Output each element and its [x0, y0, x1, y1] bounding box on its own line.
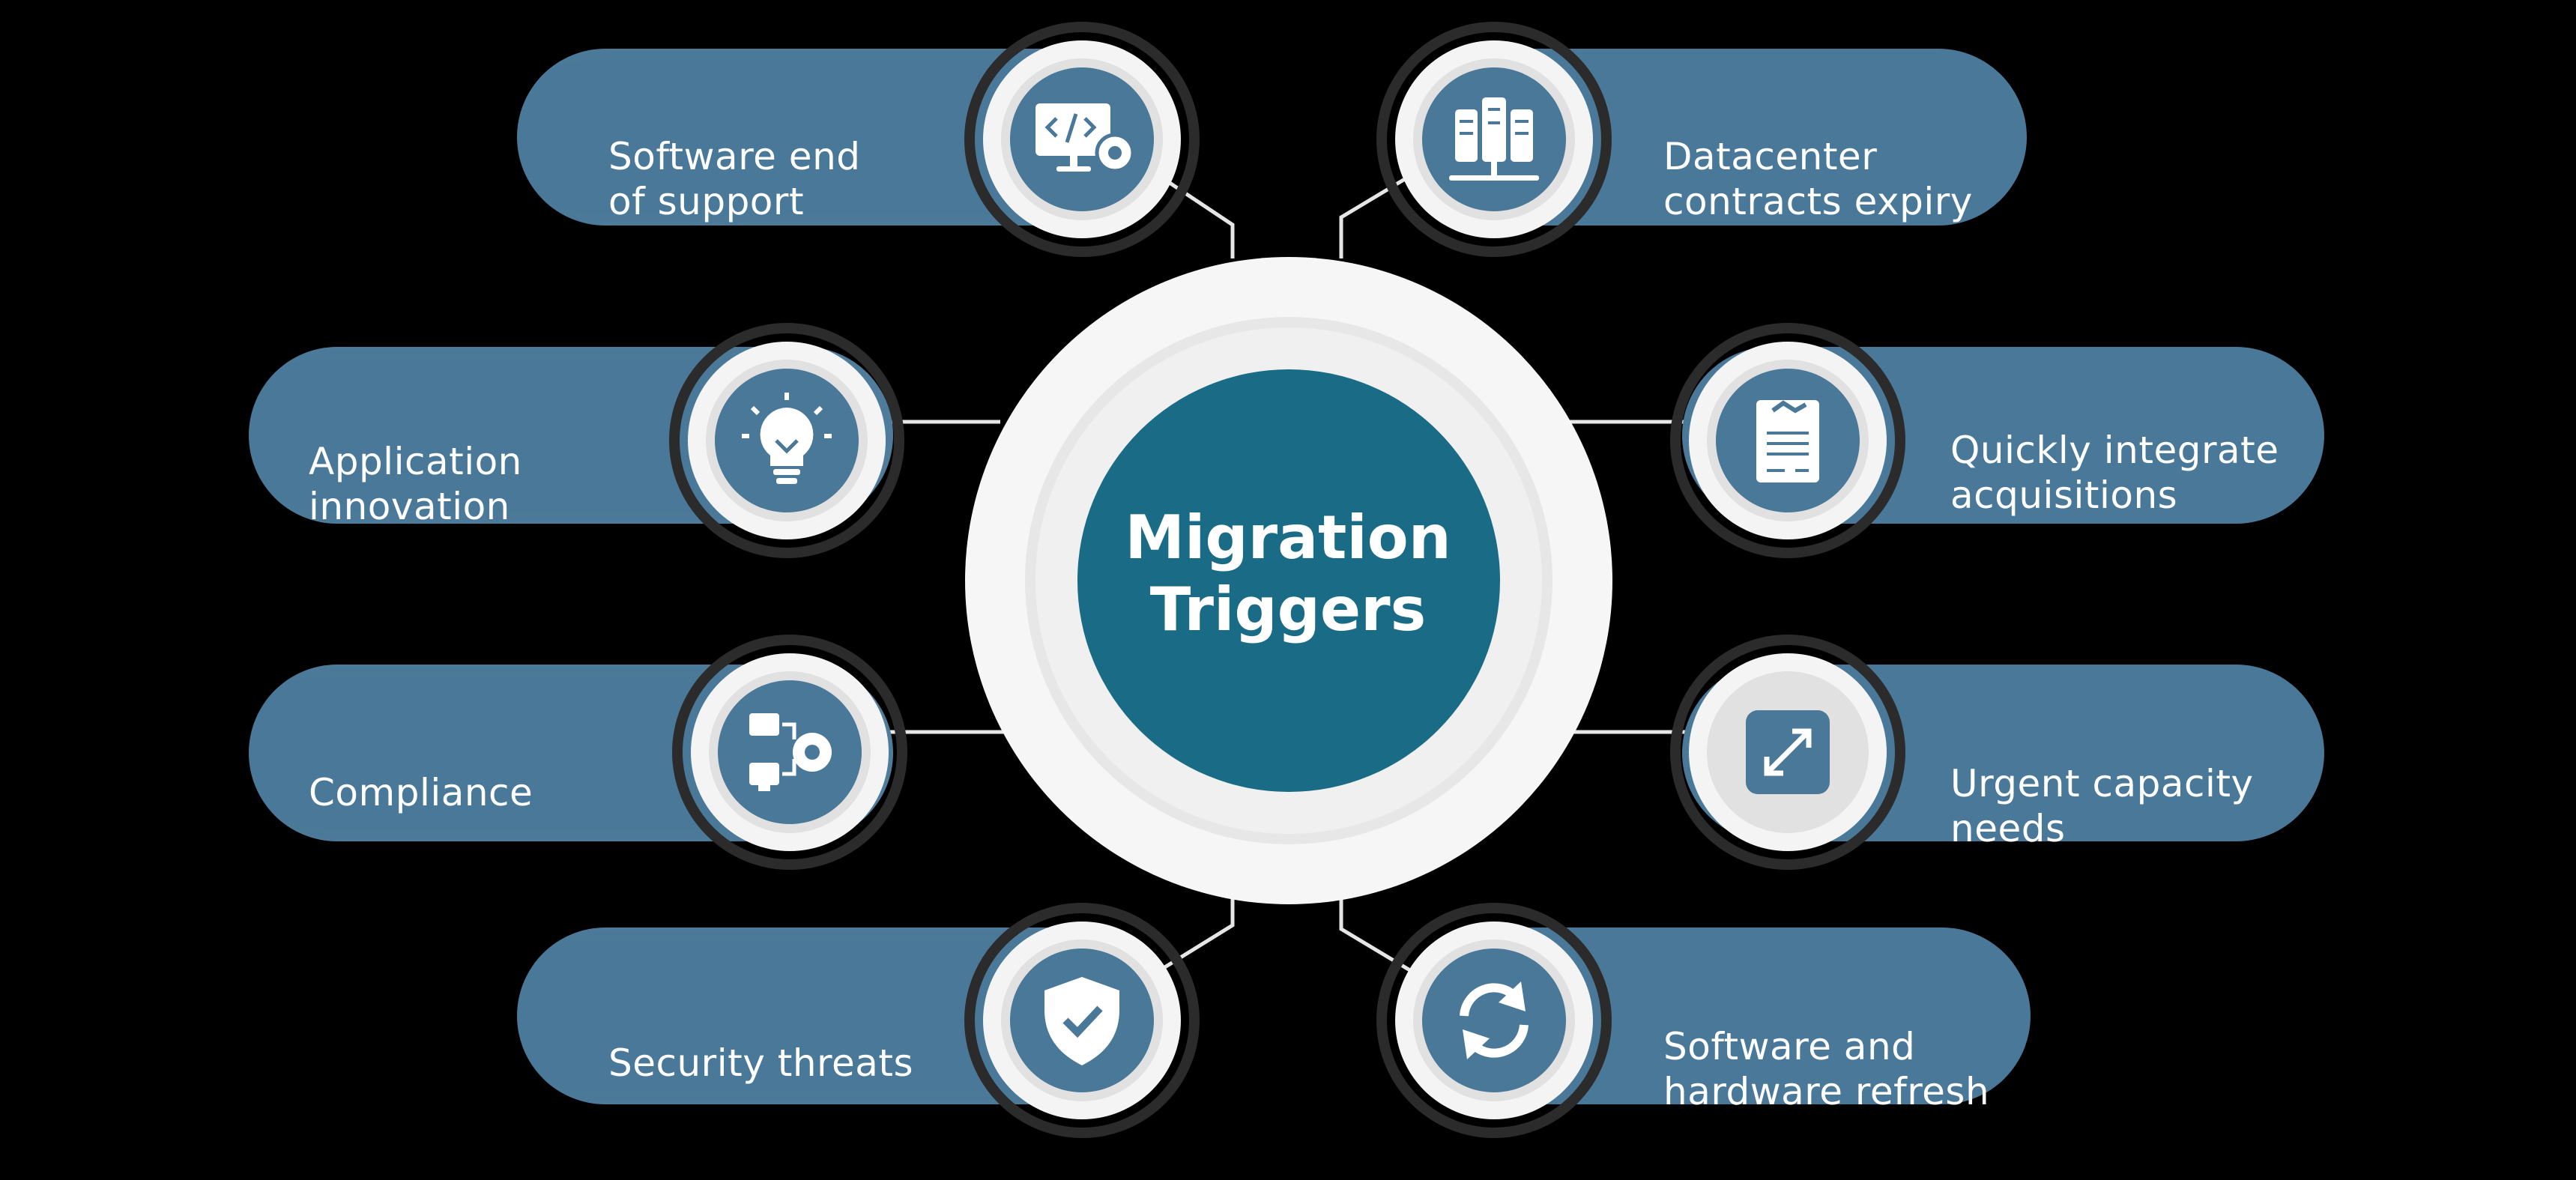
- lightbulb-icon: [742, 393, 832, 484]
- process-gear-icon: [749, 713, 832, 791]
- shield-check-icon: [1044, 977, 1119, 1065]
- code-monitor-gear-icon: [1035, 103, 1135, 173]
- icon-node: [669, 323, 904, 558]
- icon-node: [672, 635, 907, 870]
- server-rack-icon: [1449, 97, 1539, 181]
- refresh-arrows-icon: [1460, 983, 1529, 1058]
- icon-node: [1670, 635, 1905, 870]
- center-hub: [965, 257, 1612, 904]
- trigger-label: Security threats: [608, 1041, 914, 1085]
- icon-node: [964, 903, 1200, 1138]
- center-core: [1077, 369, 1500, 792]
- icon-node: [1376, 903, 1612, 1138]
- trigger-label: Compliance: [309, 771, 533, 814]
- icon-node: [1376, 22, 1612, 257]
- icon-node: [1670, 323, 1905, 558]
- center-title: Migration Triggers: [1125, 503, 1451, 644]
- connector-bottom-right: [1339, 898, 1418, 976]
- contract-handshake-icon: [1756, 400, 1819, 482]
- icon-node: [964, 22, 1200, 257]
